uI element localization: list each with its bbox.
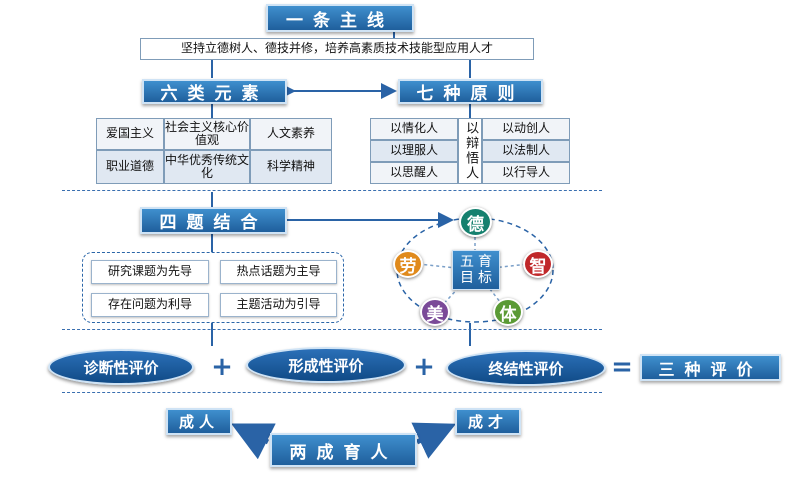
goal-de: 德	[459, 207, 492, 237]
summative-evaluation: 终结性评价	[446, 350, 606, 386]
element-cell: 中华优秀传统文化	[164, 150, 250, 184]
five-goals-center: 五育目标	[452, 250, 500, 290]
principle-cell: 以思醒人	[370, 162, 458, 184]
principle-cell: 以动创人	[482, 118, 570, 140]
arrow-to-chengren	[231, 423, 276, 460]
goal-ti: 体	[493, 298, 523, 326]
principle-cell: 以情化人	[370, 118, 458, 140]
section-divider	[62, 392, 602, 393]
six-elements-title: 六类元素	[142, 79, 287, 104]
topic-item: 主题活动为引导	[220, 293, 337, 317]
element-cell: 社会主义核心价值观	[164, 118, 250, 150]
goal-zhi: 智	[523, 250, 553, 278]
section-divider	[62, 329, 602, 330]
chengcai-box: 成才	[455, 408, 521, 435]
element-cell: 爱国主义	[96, 118, 164, 150]
goal-lao: 劳	[393, 250, 423, 278]
four-topics-title: 四题结合	[140, 207, 287, 234]
element-cell: 职业道德	[96, 150, 164, 184]
two-growth-title: 两成育人	[270, 433, 417, 467]
chengren-box: 成人	[166, 408, 232, 435]
topic-item: 研究课题为先导	[91, 260, 209, 284]
topic-item: 存在问题为利导	[91, 293, 209, 317]
seven-principles-grid: 以情化人 以理服人 以思醒人 以辩悟人 以动创人 以法制人 以行导人	[370, 118, 570, 184]
principle-cell: 以理服人	[370, 140, 458, 162]
three-evaluations-result: 三种评价	[640, 354, 781, 381]
diagnostic-evaluation: 诊断性评价	[48, 349, 194, 385]
plus-sign: +	[211, 352, 233, 382]
equals-sign: =	[611, 352, 633, 382]
spoke-line	[474, 262, 538, 271]
principle-cell: 以法制人	[482, 140, 570, 162]
principle-middle: 以辩悟人	[458, 118, 482, 184]
goal-mei: 美	[420, 298, 450, 326]
element-cell: 人文素养	[250, 118, 332, 150]
seven-principles-title: 七种原则	[398, 79, 543, 104]
topic-item: 热点话题为主导	[220, 260, 337, 284]
principle-cell: 以行导人	[482, 162, 570, 184]
main-line-title: 一条主线	[266, 4, 414, 32]
main-line-subtitle: 坚持立德树人、德技并修，培养高素质技术技能型应用人才	[140, 38, 534, 60]
plus-sign: +	[413, 352, 435, 382]
formative-evaluation: 形成性评价	[246, 347, 406, 383]
arrow-to-chengcai	[411, 422, 457, 459]
section-divider	[62, 190, 602, 191]
four-topics-box: 研究课题为先导 热点话题为主导 存在问题为利导 主题活动为引导	[82, 252, 344, 323]
element-cell: 科学精神	[250, 150, 332, 184]
six-elements-grid: 爱国主义 社会主义核心价值观 人文素养 职业道德 中华优秀传统文化 科学精神	[96, 118, 332, 184]
